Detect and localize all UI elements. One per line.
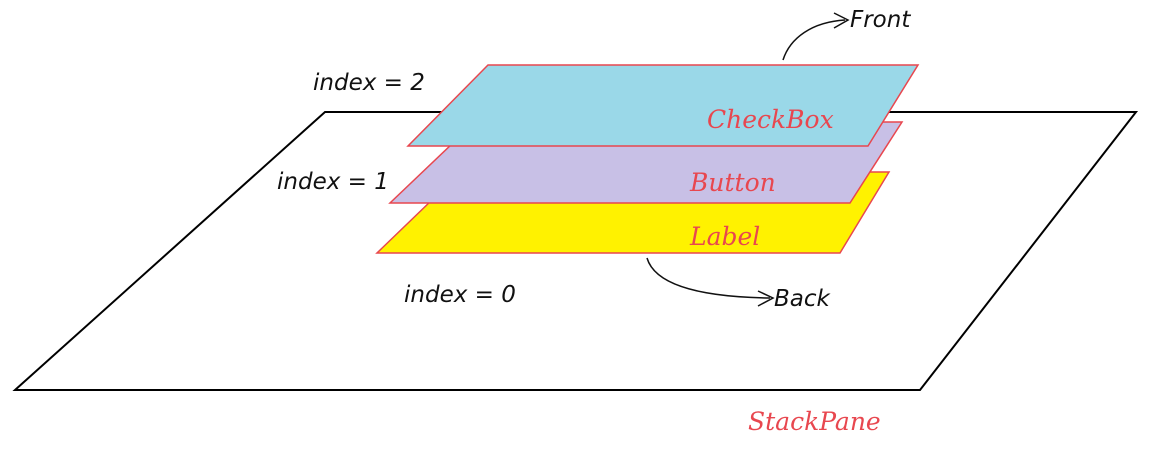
back-arrow — [646, 257, 771, 299]
back-arrowhead — [757, 290, 775, 307]
layer-label-label: Label — [689, 222, 760, 251]
stackpane-label: StackPane — [748, 407, 881, 436]
layer-checkbox-plane — [406, 64, 920, 147]
layer-checkbox-label: CheckBox — [707, 105, 834, 134]
front-arrowhead — [833, 12, 850, 29]
layer-button-label: Button — [689, 168, 776, 197]
back-label: Back — [774, 286, 832, 312]
front-label: Front — [850, 7, 911, 33]
index-1-label: index = 1 — [277, 169, 389, 195]
index-0-label: index = 0 — [404, 282, 516, 308]
front-arrow — [782, 19, 846, 61]
index-2-label: index = 2 — [313, 70, 425, 96]
